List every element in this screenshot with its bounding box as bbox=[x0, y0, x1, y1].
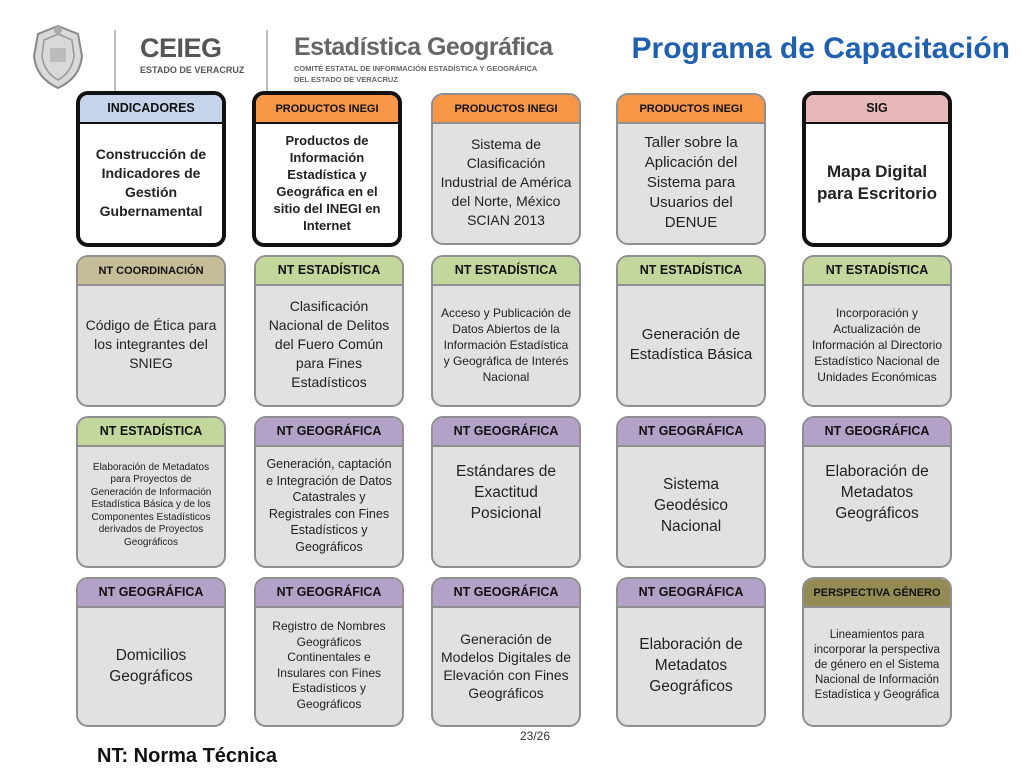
card-body: Generación, captación e Integración de D… bbox=[266, 457, 392, 554]
card-nt-geografica-metadatos[interactable]: NT GEOGRÁFICA Elaboración de Metadatos G… bbox=[802, 416, 952, 568]
card-body: Incorporación y Actualización de Informa… bbox=[811, 305, 943, 384]
header-divider bbox=[114, 30, 116, 94]
card-body: Lineamientos para incorporar la perspect… bbox=[814, 629, 940, 701]
card-nt-coordinacion[interactable]: NT COORDINACIÓN Código de Ética para los… bbox=[76, 255, 226, 407]
ceieg-logo-text: CEIEG bbox=[140, 33, 222, 63]
card-productos-inegi-sitio[interactable]: PRODUCTOS INEGI Productos de Información… bbox=[252, 91, 402, 247]
card-body: Estándares de Exactitud Posicional bbox=[456, 463, 556, 522]
card-body: Mapa Digital para Escritorio bbox=[817, 161, 937, 203]
card-tab: NT ESTADÍSTICA bbox=[433, 257, 579, 286]
card-nt-geografica-catastrales[interactable]: NT GEOGRÁFICA Generación, captación e In… bbox=[254, 416, 404, 568]
card-nt-estadistica-denue[interactable]: NT ESTADÍSTICA Incorporación y Actualiza… bbox=[802, 255, 952, 407]
card-nt-geografica-exactitud[interactable]: NT GEOGRÁFICA Estándares de Exactitud Po… bbox=[431, 416, 581, 568]
card-body: Productos de Información Estadística y G… bbox=[273, 132, 381, 233]
page-number: 23/26 bbox=[520, 729, 551, 743]
card-tab: NT ESTADÍSTICA bbox=[804, 257, 950, 286]
card-tab: NT GEOGRÁFICA bbox=[804, 418, 950, 447]
card-indicadores[interactable]: INDICADORES Construcción de Indicadores … bbox=[76, 91, 226, 247]
card-tab: PRODUCTOS INEGI bbox=[256, 95, 398, 124]
estadistica-geografica-subtitle: COMITÉ ESTATAL DE INFORMACIÓN ESTADÍSTIC… bbox=[294, 64, 538, 84]
ceieg-subtitle: ESTADO DE VERACRUZ bbox=[140, 65, 245, 75]
slide-header: CEIEG ESTADO DE VERACRUZ Estadística Geo… bbox=[0, 0, 1024, 96]
card-body: Sistema Geodésico Nacional bbox=[653, 476, 729, 535]
estadistica-geografica-logo: Estadística Geográfica bbox=[294, 33, 553, 61]
card-body: Taller sobre la Aplicación del Sistema p… bbox=[644, 133, 738, 231]
card-tab: NT ESTADÍSTICA bbox=[78, 418, 224, 447]
card-tab: NT ESTADÍSTICA bbox=[256, 257, 402, 286]
card-tab: NT GEOGRÁFICA bbox=[78, 579, 224, 608]
card-body: Registro de Nombres Geográficos Continen… bbox=[272, 619, 386, 711]
header-divider bbox=[266, 30, 268, 94]
card-body: Generación de Modelos Digitales de Eleva… bbox=[441, 630, 571, 701]
card-body: Código de Ética para los integrantes del… bbox=[85, 317, 217, 371]
card-tab: PRODUCTOS INEGI bbox=[618, 95, 764, 124]
card-tab: NT ESTADÍSTICA bbox=[618, 257, 764, 286]
card-nt-estadistica-metadatos[interactable]: NT ESTADÍSTICA Elaboración de Metadatos … bbox=[76, 416, 226, 568]
veracruz-seal-icon bbox=[32, 24, 84, 90]
card-body: Construcción de Indicadores de Gestión G… bbox=[95, 145, 207, 219]
card-nt-estadistica-delitos[interactable]: NT ESTADÍSTICA Clasificación Nacional de… bbox=[254, 255, 404, 407]
card-body: Acceso y Publicación de Datos Abiertos d… bbox=[440, 305, 572, 384]
card-tab: NT COORDINACIÓN bbox=[78, 257, 224, 286]
card-nt-geografica-domicilios[interactable]: NT GEOGRÁFICA Domicilios Geográficos bbox=[76, 577, 226, 727]
card-tab: NT GEOGRÁFICA bbox=[256, 579, 402, 608]
card-sig[interactable]: SIG Mapa Digital para Escritorio bbox=[802, 91, 952, 247]
card-productos-inegi-scian[interactable]: PRODUCTOS INEGI Sistema de Clasificación… bbox=[431, 93, 581, 245]
card-nt-geografica-geodesico[interactable]: NT GEOGRÁFICA Sistema Geodésico Nacional bbox=[616, 416, 766, 568]
card-nt-geografica-elevacion[interactable]: NT GEOGRÁFICA Generación de Modelos Digi… bbox=[431, 577, 581, 727]
card-body: Generación de Estadística Básica bbox=[629, 325, 753, 363]
card-tab: NT GEOGRÁFICA bbox=[256, 418, 402, 447]
card-tab: NT GEOGRÁFICA bbox=[618, 418, 764, 447]
card-nt-geografica-nombres[interactable]: NT GEOGRÁFICA Registro de Nombres Geográ… bbox=[254, 577, 404, 727]
slide-title: Programa de Capacitación bbox=[631, 32, 1010, 65]
card-body: Sistema de Clasificación Industrial de A… bbox=[440, 136, 572, 228]
card-tab: PERSPECTIVA GÉNERO bbox=[804, 579, 950, 608]
card-nt-estadistica-datos-abiertos[interactable]: NT ESTADÍSTICA Acceso y Publicación de D… bbox=[431, 255, 581, 407]
card-body: Elaboración de Metadatos Geográficos bbox=[825, 463, 929, 522]
card-tab: NT GEOGRÁFICA bbox=[433, 579, 579, 608]
card-tab: NT GEOGRÁFICA bbox=[618, 579, 764, 608]
card-body: Elaboración de Metadatos para Proyectos … bbox=[90, 461, 212, 548]
card-productos-inegi-denue[interactable]: PRODUCTOS INEGI Taller sobre la Aplicaci… bbox=[616, 93, 766, 245]
card-nt-geografica-metadatos-2[interactable]: NT GEOGRÁFICA Elaboración de Metadatos G… bbox=[616, 577, 766, 727]
card-tab: NT GEOGRÁFICA bbox=[433, 418, 579, 447]
card-body: Clasificación Nacional de Delitos del Fu… bbox=[268, 298, 390, 390]
card-body: Domicilios Geográficos bbox=[109, 646, 193, 685]
card-tab: PRODUCTOS INEGI bbox=[433, 95, 579, 124]
card-perspectiva-genero[interactable]: PERSPECTIVA GÉNERO Lineamientos para inc… bbox=[802, 577, 952, 727]
card-nt-estadistica-basica[interactable]: NT ESTADÍSTICA Generación de Estadística… bbox=[616, 255, 766, 407]
card-tab: SIG bbox=[806, 95, 948, 124]
footnote: NT: Norma Técnica bbox=[97, 745, 278, 767]
card-body: Elaboración de Metadatos Geográficos bbox=[639, 636, 743, 695]
card-tab: INDICADORES bbox=[80, 95, 222, 124]
